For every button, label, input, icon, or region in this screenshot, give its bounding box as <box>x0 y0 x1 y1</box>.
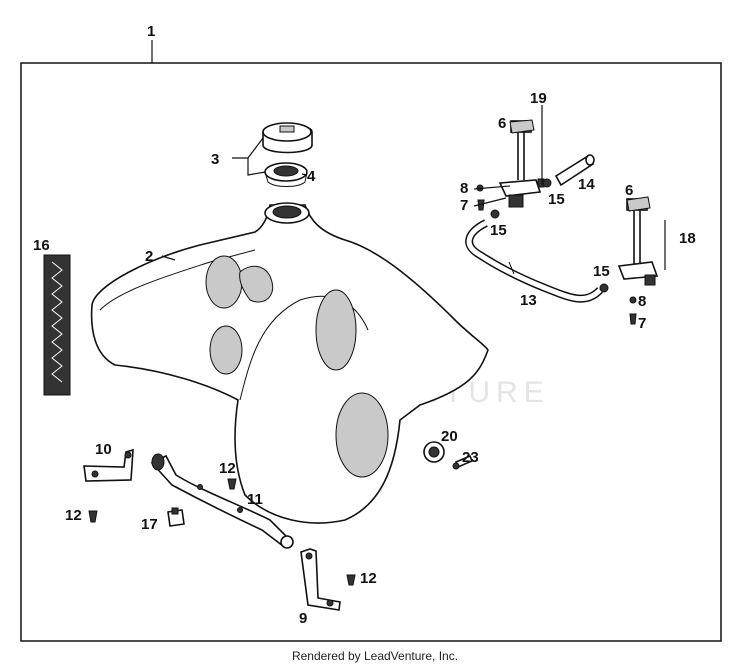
callout-4: 4 <box>307 168 316 185</box>
callout-9: 9 <box>299 610 307 627</box>
part-15-hose-clamp-a[interactable] <box>542 178 552 188</box>
part-20-grommet[interactable] <box>423 441 445 463</box>
callout-11: 11 <box>247 491 263 508</box>
callout-line-4 <box>301 173 308 176</box>
callout-7b: 7 <box>638 315 646 332</box>
callout-20: 20 <box>441 428 458 445</box>
callout-3: 3 <box>211 151 219 168</box>
tank-recess-side <box>315 289 357 371</box>
part-3-filler-cap[interactable] <box>262 122 313 154</box>
part-14-short-hose[interactable] <box>554 154 595 187</box>
part-12-screw-c[interactable] <box>346 574 356 586</box>
footer-credit: Rendered by LeadVenture, Inc. <box>291 649 459 663</box>
callout-7a: 7 <box>460 197 468 214</box>
callout-6b: 6 <box>625 182 633 199</box>
part-12-screw-b[interactable] <box>227 478 237 490</box>
callout-12a: 12 <box>219 460 236 477</box>
callout-13: 13 <box>520 292 537 309</box>
callout-10: 10 <box>95 441 112 458</box>
callout-line-3 <box>232 137 264 159</box>
part-13-fuel-line[interactable] <box>465 219 603 303</box>
callout-12b: 12 <box>65 507 82 524</box>
callout-6a: 6 <box>498 115 506 132</box>
part-12-screw-a[interactable] <box>88 510 98 523</box>
part-23-bolt[interactable] <box>452 454 474 470</box>
tank-recess-front <box>335 392 389 478</box>
callout-15c: 15 <box>593 263 610 280</box>
callout-17: 17 <box>141 516 158 533</box>
callout-line-2 <box>161 255 176 261</box>
callout-1: 1 <box>147 23 155 40</box>
callout-2: 2 <box>145 248 153 265</box>
tank-recess-lower <box>209 325 243 375</box>
part-9-bracket[interactable] <box>300 548 341 611</box>
callout-14: 14 <box>578 176 595 193</box>
callout-23: 23 <box>462 449 479 466</box>
callout-19: 19 <box>530 90 547 107</box>
part-15-hose-clamp-c[interactable] <box>599 283 609 293</box>
callout-12c: 12 <box>360 570 377 587</box>
assembly-frame <box>20 62 722 642</box>
callout-16: 16 <box>33 237 50 254</box>
callout-18: 18 <box>679 230 696 247</box>
part-11-mounting-bar[interactable] <box>150 453 294 549</box>
callout-15b: 15 <box>490 222 507 239</box>
part-19-fuel-tap[interactable] <box>498 120 545 208</box>
part-8-washer-b[interactable] <box>629 296 637 304</box>
part-16-rubber-strip[interactable] <box>43 254 71 396</box>
part-4-cap-seal[interactable] <box>264 162 308 187</box>
tank-recess-upper <box>205 255 243 309</box>
part-17-clip[interactable] <box>167 507 185 527</box>
callout-8a: 8 <box>460 180 468 197</box>
part-6-gasket-a[interactable] <box>509 119 535 134</box>
part-15-hose-clamp-b[interactable] <box>490 209 500 219</box>
part-7-screw-a[interactable] <box>477 199 485 211</box>
part-6-gasket-b[interactable] <box>626 196 651 212</box>
part-18-fuel-tap[interactable] <box>617 198 659 286</box>
part-10-bracket[interactable] <box>83 448 134 482</box>
callout-15a: 15 <box>548 191 565 208</box>
part-2-fuel-tank[interactable] <box>90 202 489 524</box>
callout-8b: 8 <box>638 293 646 310</box>
part-7-screw-b[interactable] <box>629 313 637 325</box>
